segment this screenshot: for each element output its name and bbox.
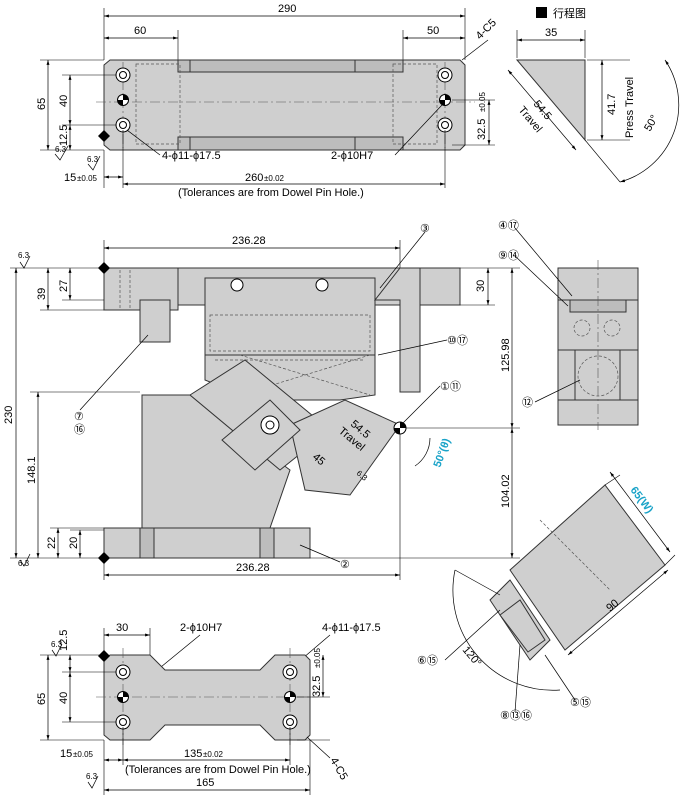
bottom-plan-view: 30 2-ϕ10H7 4-ϕ11-ϕ17.5 6.3 65 12.5 40 [36,622,381,795]
top-callout-holes: 4-ϕ11-ϕ17.5 [162,150,221,162]
balloon-8-13-16: ⑧⑬⑯ [500,709,532,722]
top-chamfer: 4-C5 [474,17,499,42]
top-edge-h: 15 [64,172,76,184]
legend-square-icon [536,7,547,18]
balloon-5-15: ⑤⑮ [570,696,591,709]
front-cam-angle: 50°(θ) [432,437,454,470]
front-bottom-width: 236.28 [236,562,270,574]
bottom-edge-h: 15 [60,748,72,760]
balloon-3: ③ [420,223,430,235]
bottom-callout-holes: 4-ϕ11-ϕ17.5 [322,622,381,634]
front-h22: 22 [46,537,58,549]
iso-view: 65(W) 90 120° ⑥⑮ ⑧⑬⑯ ⑤⑮ [417,471,676,722]
bottom-callout-dowel: 2-ϕ10H7 [180,622,222,634]
top-pitch-v-tol: ±0.05 [478,91,487,112]
top-rough-2: 6.3 [87,155,99,164]
side-view: ④⑰ ⑨⑭ ⑫ [498,219,639,430]
stroke-diagram: 35 54.5 Travel 41.7 Press Travel 50° [507,27,680,183]
bottom-hole-pitch-tol: ±0.02 [203,750,224,759]
bottom-edge-v: 12.5 [58,630,70,651]
top-right-width: 50 [427,25,439,37]
bottom-rough-2: 6.3 [86,772,98,781]
top-tol-note: (Tolerances are from Dowel Pin Hole.) [178,187,364,199]
bottom-pitch-v-tol: ±0.05 [313,647,322,668]
top-overall-width: 290 [278,3,296,15]
stroke-press-label: Press Travel [624,77,636,138]
top-height: 65 [36,98,48,110]
bottom-tol-note: (Tolerances are from Dowel Pin Hole.) [125,764,311,776]
balloon-10-17: ⑩⑰ [447,334,468,347]
balloon-16: ⑯ [74,423,85,436]
bottom-pitch-v: 32.5 [311,676,323,697]
balloon-9-14: ⑨⑭ [498,249,519,262]
front-h148: 148.1 [26,456,38,484]
top-edge-v: 12.5 [58,125,70,146]
top-plan-view: 290 60 50 4-C5 [36,3,499,199]
balloon-1-11: ①⑪ [440,380,461,393]
top-pitch-v: 32.5 [476,119,488,140]
stroke-angle: 50° [642,113,661,133]
front-view: 236.28 2 [3,223,520,580]
bottom-pitch: 40 [58,692,70,704]
balloon-4-17: ④⑰ [498,219,519,232]
balloon-2: ② [340,559,350,571]
top-pitch: 40 [58,95,70,107]
top-edge-h-tol: ±0.05 [77,174,98,183]
bottom-hole-pitch: 135 [184,748,202,760]
front-top-width: 236.28 [232,235,266,247]
front-h39: 39 [36,288,48,300]
stroke-width: 35 [545,27,557,39]
top-hole-pitch: 260 [245,172,263,184]
front-rough-2: 6.3 [18,559,30,568]
balloon-12: ⑫ [522,396,533,409]
front-h104: 104.02 [500,474,512,508]
bottom-chamfer: 4-C5 [327,756,349,783]
balloon-6-15: ⑥⑮ [417,654,438,667]
bottom-height: 65 [36,693,48,705]
front-h20: 20 [68,537,80,549]
front-h30: 30 [475,280,487,292]
bottom-overall-width: 165 [196,777,214,789]
stroke-press-travel: 41.7 [606,94,618,115]
iso-angle: 120° [460,644,484,669]
legend-label: 行程图 [553,7,586,20]
front-rough-1: 6.3 [18,251,30,260]
front-h230: 230 [3,406,15,424]
top-hole-pitch-tol: ±0.02 [264,174,285,183]
balloon-7: ⑦ [74,411,84,423]
top-left-width: 60 [134,25,146,37]
bottom-left-width: 30 [116,622,128,634]
front-h27: 27 [58,280,70,292]
bottom-rough-1: 6.3 [51,640,63,649]
front-h125: 125.98 [500,338,512,372]
top-callout-dowel: 2-ϕ10H7 [331,150,373,162]
iso-width: 65(W) [628,485,656,516]
top-rough-1: 6.3 [55,145,67,154]
bottom-edge-h-tol: ±0.05 [73,750,94,759]
